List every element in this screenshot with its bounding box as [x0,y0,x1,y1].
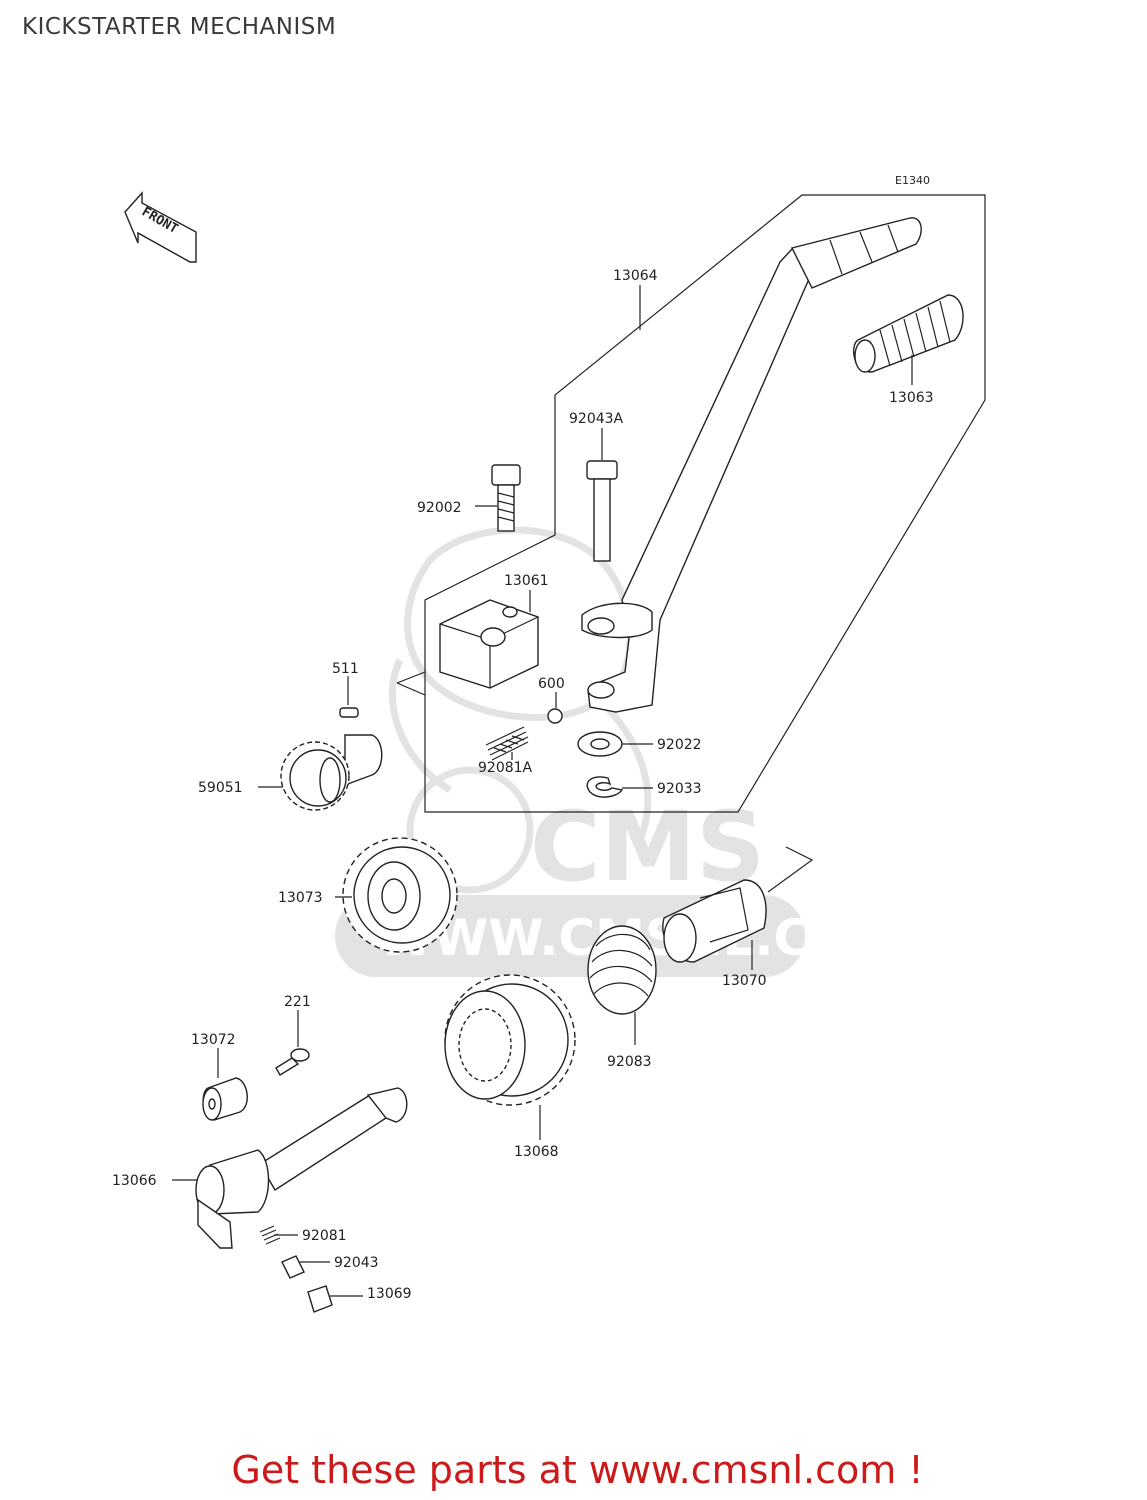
part-label-13068[interactable]: 13068 [514,1144,559,1160]
clamp-13061 [439,599,539,689]
pin-92043 [281,1255,305,1279]
part-label-13063[interactable]: 13063 [889,390,934,406]
footer-link[interactable]: Get these parts at www.cmsnl.com ! [231,1448,924,1492]
spring-92083 [587,925,657,1015]
spring-92081a [485,726,529,761]
collar-13072 [202,1077,248,1121]
watermark-brand: CMS [530,791,765,903]
part-label-92081[interactable]: 92081 [302,1228,347,1244]
part-label-92033[interactable]: 92033 [657,781,702,797]
shaft-13066 [195,1087,408,1249]
part-label-92083[interactable]: 92083 [607,1054,652,1070]
part-label-92043a[interactable]: 92043A [569,411,624,427]
ball-600 [547,708,563,724]
part-label-13072[interactable]: 13072 [191,1032,236,1048]
part-label-13073[interactable]: 13073 [278,890,323,906]
sleeve-13070 [662,879,767,963]
screw-221 [275,1048,310,1076]
part-label-13066[interactable]: 13066 [112,1173,157,1189]
bolt-92043a [586,460,618,562]
part-labels: 13064 13063 92043A 92002 13061 511 600 9… [112,268,934,1302]
gear-13068 [444,974,576,1106]
gear-59051 [280,734,383,811]
page-title: KICKSTARTER MECHANISM [22,14,337,40]
bolt-92002 [491,464,521,532]
part-label-92081a[interactable]: 92081A [478,760,533,776]
part-label-92043[interactable]: 92043 [334,1255,379,1271]
part-label-92002[interactable]: 92002 [417,500,462,516]
circlip-92033 [586,776,624,798]
front-arrow-icon: FRONT [124,191,197,263]
key-511 [339,707,359,718]
kick-pedal-arm [581,217,922,713]
part-label-92022[interactable]: 92022 [657,737,702,753]
assembly-bracket [424,194,986,813]
kick-rubber [852,294,964,373]
washer-92022 [577,731,623,757]
part-label-13061[interactable]: 13061 [504,573,549,589]
leader-lines [172,285,913,1297]
diagram-code: E1340 [895,174,930,187]
part-label-13064[interactable]: 13064 [613,268,658,284]
footer-promo: Get these parts at www.cmsnl.com ! [0,1448,1147,1492]
part-label-13069[interactable]: 13069 [367,1286,412,1302]
pawl-13069 [307,1285,333,1313]
part-label-511[interactable]: 511 [332,661,359,677]
spring-92081 [259,1225,281,1245]
part-label-221[interactable]: 221 [284,994,311,1010]
part-label-600[interactable]: 600 [538,676,565,692]
gear-13073 [342,837,458,953]
part-label-13070[interactable]: 13070 [722,973,767,989]
part-label-59051[interactable]: 59051 [198,780,243,796]
